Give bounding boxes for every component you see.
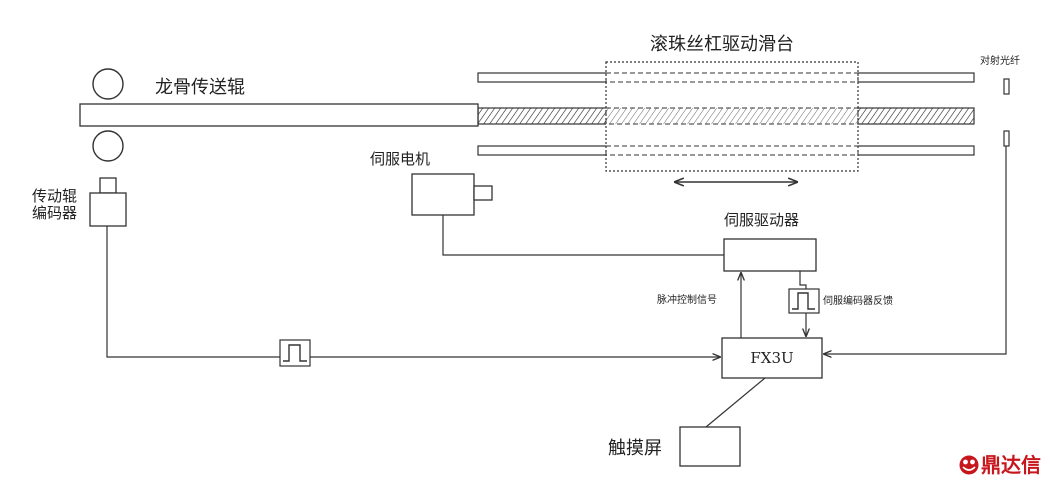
servo-driver-box <box>723 238 817 272</box>
lower-conveyor-roller <box>92 130 124 162</box>
roller-encoder <box>89 177 127 227</box>
brand-logo-text: 鼎达信 <box>981 453 1041 477</box>
sensor-emitter <box>1003 78 1010 95</box>
sensor-signal-line <box>824 146 1007 354</box>
encoder-signal-line <box>106 226 720 357</box>
keel-conveyor-roller-label: 龙骨传送辊 <box>155 77 245 98</box>
motor-driver-wire <box>442 215 724 256</box>
upper-conveyor-roller <box>92 68 124 100</box>
brand-logo-icon <box>959 455 979 475</box>
brand-watermark: 鼎达信 <box>959 453 1041 477</box>
pulse-control-signal-label: 脉冲控制信号 <box>657 293 717 306</box>
encoder-pulse-symbol <box>279 339 311 367</box>
plc-touchscreen-link <box>705 377 766 428</box>
servo-motor-label: 伺服电机 <box>370 150 430 168</box>
plc-label: FX3U <box>750 349 793 367</box>
feedback-pulse-symbol <box>788 288 820 314</box>
roller-encoder-label-line2: 编码器 <box>32 204 77 222</box>
touch-screen-box <box>679 426 741 467</box>
servo-motor <box>411 173 493 216</box>
plc-box <box>721 337 823 379</box>
servo-encoder-feedback-label: 伺服编码器反馈 <box>823 294 893 307</box>
keel-profile-bar <box>79 103 479 127</box>
sensor-receiver <box>1003 130 1010 147</box>
roller-encoder-label-line1: 传动辊 <box>32 187 77 205</box>
through-beam-sensor-label: 对射光纤 <box>980 54 1020 67</box>
ball-screw-stage-label: 滚珠丝杠驱动滑台 <box>650 34 794 55</box>
touch-screen-label: 触摸屏 <box>608 438 662 459</box>
servo-driver-label: 伺服驱动器 <box>724 211 799 229</box>
slide-table <box>605 61 859 172</box>
